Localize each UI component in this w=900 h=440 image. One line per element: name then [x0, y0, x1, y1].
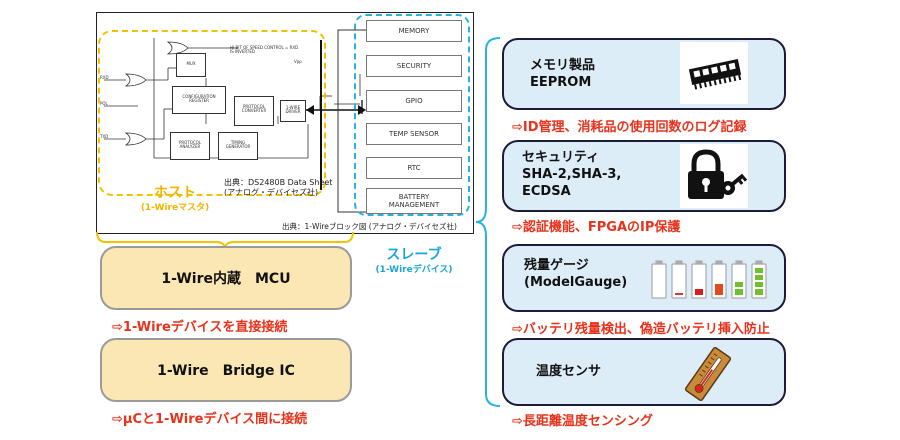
protocol-analyzer-block: PROTOCOL ANALYZER [170, 132, 210, 160]
vpp-label: Vpp [294, 59, 302, 64]
bus-line [320, 40, 322, 190]
protocol-converter-label: PROTOCOL CONVERTER [241, 104, 267, 114]
datasheet-source-line2: (アナログ・デバイセズ社) [224, 188, 319, 197]
host-title: ホスト [154, 185, 196, 201]
timing-generator-label: TIMING GENERATOR [225, 140, 251, 150]
slave-item-security: SECURITY [366, 55, 462, 77]
temp-sensor-card: 温度センサ [502, 338, 786, 406]
temp-sensor-note: ⇨長距離温度センシング [512, 414, 653, 429]
protocol-analyzer-label: PROTOCOL ANALYZER [178, 140, 202, 150]
memory-card-label: メモリ製品 EEPROM [530, 58, 596, 90]
config-register-block: CONFIGURATION REGISTER [172, 86, 226, 114]
host-dashed-box [98, 30, 326, 196]
thermometer-icon [682, 346, 734, 402]
fuel-gauge-card-label: 残量ゲージ (ModelGauge) [524, 258, 628, 290]
slave-item-memory: MEMORY [366, 20, 462, 42]
slave-item-gpio: GPIO [366, 90, 462, 112]
fuel-gauge-card: 残量ゲージ (ModelGauge) [502, 244, 786, 312]
bridge-ic-note: ⇨μCと1-Wireデバイス間に接続 [112, 412, 308, 427]
lock-key-icon [680, 144, 748, 208]
pin-pol: POL [100, 101, 108, 106]
mcu-card: 1-Wire内蔵 MCU [100, 246, 352, 310]
mux-label: MUX [186, 61, 196, 66]
slave-item-battery-management: BATTERY MANAGEMENT [366, 188, 462, 214]
temp-sensor-card-label: 温度センサ [536, 364, 602, 379]
fuel-gauge-note: ⇨バッテリ残量検出、偽造バッテリ挿入防止 [512, 322, 770, 337]
security-card-label: セキュリティ SHA-2,SHA-3, ECDSA [522, 150, 622, 199]
security-note: ⇨認証機能、FPGAのIP保護 [512, 220, 681, 235]
mux-block: MUX [176, 53, 206, 77]
slave-item-rtc: RTC [366, 157, 462, 179]
host-subtitle: (1-Wireマスタ) [140, 203, 210, 213]
slave-title: スレーブ [386, 247, 442, 263]
slave-bus-bracket [337, 29, 366, 213]
battery-levels-icon [648, 256, 772, 304]
protocol-converter-block: PROTOCOL CONVERTER [234, 96, 274, 126]
config-register-label: CONFIGURATION REGISTER [182, 94, 216, 104]
frame-source-note: 出典：1-Wireブロック図 (アナログ・デバイセズ社) [282, 222, 457, 231]
pin-txd: TXD [100, 134, 109, 139]
speed-control-note: HI-BIT OF SPEED CONTROL = RXD IS INVERTE… [230, 45, 299, 55]
slave-dashed-box [354, 14, 470, 216]
slave-subtitle: (1-Wireデバイス) [375, 265, 453, 275]
security-card: セキュリティ SHA-2,SHA-3, ECDSA [502, 140, 786, 212]
bus-arrow-icon [306, 105, 366, 115]
mcu-note: ⇨1-Wireデバイスを直接接続 [112, 320, 288, 335]
slave-brace [475, 37, 501, 407]
bridge-ic-card: 1-Wire Bridge IC [100, 338, 352, 402]
wire-driver-block: 1-WIRE DRIVER [280, 100, 306, 122]
pin-rxd: RXD [100, 75, 109, 80]
memory-chip-icon [680, 42, 748, 104]
timing-generator-block: TIMING GENERATOR [218, 132, 258, 160]
datasheet-source-line1: 出典：DS2480B Data Sheet [224, 178, 333, 187]
wire-driver-label: 1-WIRE DRIVER [285, 105, 301, 115]
memory-note: ⇨ID管理、消耗品の使用回数のログ記録 [512, 120, 747, 135]
memory-card: メモリ製品 EEPROM [502, 38, 786, 110]
slave-item-temp-sensor: TEMP SENSOR [366, 123, 462, 145]
